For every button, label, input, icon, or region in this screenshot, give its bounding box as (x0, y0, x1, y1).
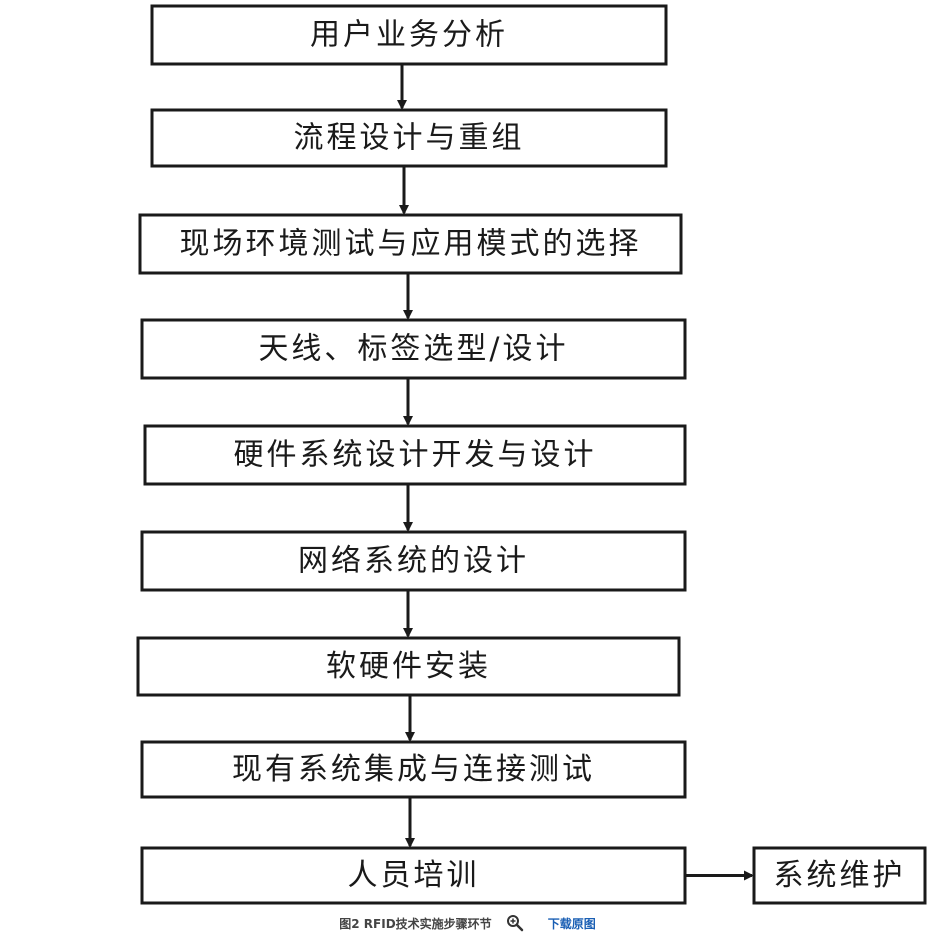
connectors (397, 65, 754, 881)
step-5-label: 硬件系统设计开发与设计 (234, 438, 597, 473)
step-6: 网络系统的设计 (140, 530, 687, 592)
step-7: 软硬件安装 (136, 636, 681, 697)
step-8: 现有系统集成与连接测试 (140, 740, 687, 799)
step-8-box (140, 740, 687, 799)
step-1-box (150, 4, 668, 66)
step-2-label: 流程设计与重组 (294, 121, 525, 156)
step-7-box (136, 636, 681, 697)
nodes: 用户业务分析流程设计与重组现场环境测试与应用模式的选择天线、标签选型/设计硬件系… (136, 4, 927, 905)
step-3-box (138, 213, 683, 275)
step-9-label: 人员培训 (348, 858, 480, 893)
step-3: 现场环境测试与应用模式的选择 (138, 213, 683, 275)
step-4: 天线、标签选型/设计 (140, 318, 687, 380)
step-side-box (752, 846, 927, 905)
step-4-box (140, 318, 687, 380)
figure-caption: 图2 RFID技术实施步骤环节 下载原图 (0, 912, 935, 934)
download-original-link[interactable]: 下载原图 (547, 916, 596, 931)
step-2: 流程设计与重组 (150, 108, 668, 168)
step-side-label: 系统维护 (774, 858, 906, 893)
caption-text: 图2 RFID技术实施步骤环节 (339, 916, 492, 931)
step-9: 人员培训 (140, 846, 687, 905)
step-1-label: 用户业务分析 (310, 18, 508, 53)
step-5: 硬件系统设计开发与设计 (143, 424, 687, 486)
step-9-box (140, 846, 687, 905)
step-2-box (150, 108, 668, 168)
step-6-box (140, 530, 687, 592)
step-6-label: 网络系统的设计 (298, 544, 529, 579)
step-7-label: 软硬件安装 (326, 649, 491, 684)
flowchart: 用户业务分析流程设计与重组现场环境测试与应用模式的选择天线、标签选型/设计硬件系… (136, 4, 927, 905)
step-5-box (143, 424, 687, 486)
magnifier-plus-icon[interactable] (506, 914, 524, 932)
step-3-label: 现场环境测试与应用模式的选择 (180, 227, 642, 262)
step-1: 用户业务分析 (150, 4, 668, 66)
step-side: 系统维护 (752, 846, 927, 905)
step-4-label: 天线、标签选型/设计 (258, 332, 568, 367)
step-8-label: 现有系统集成与连接测试 (232, 752, 595, 787)
